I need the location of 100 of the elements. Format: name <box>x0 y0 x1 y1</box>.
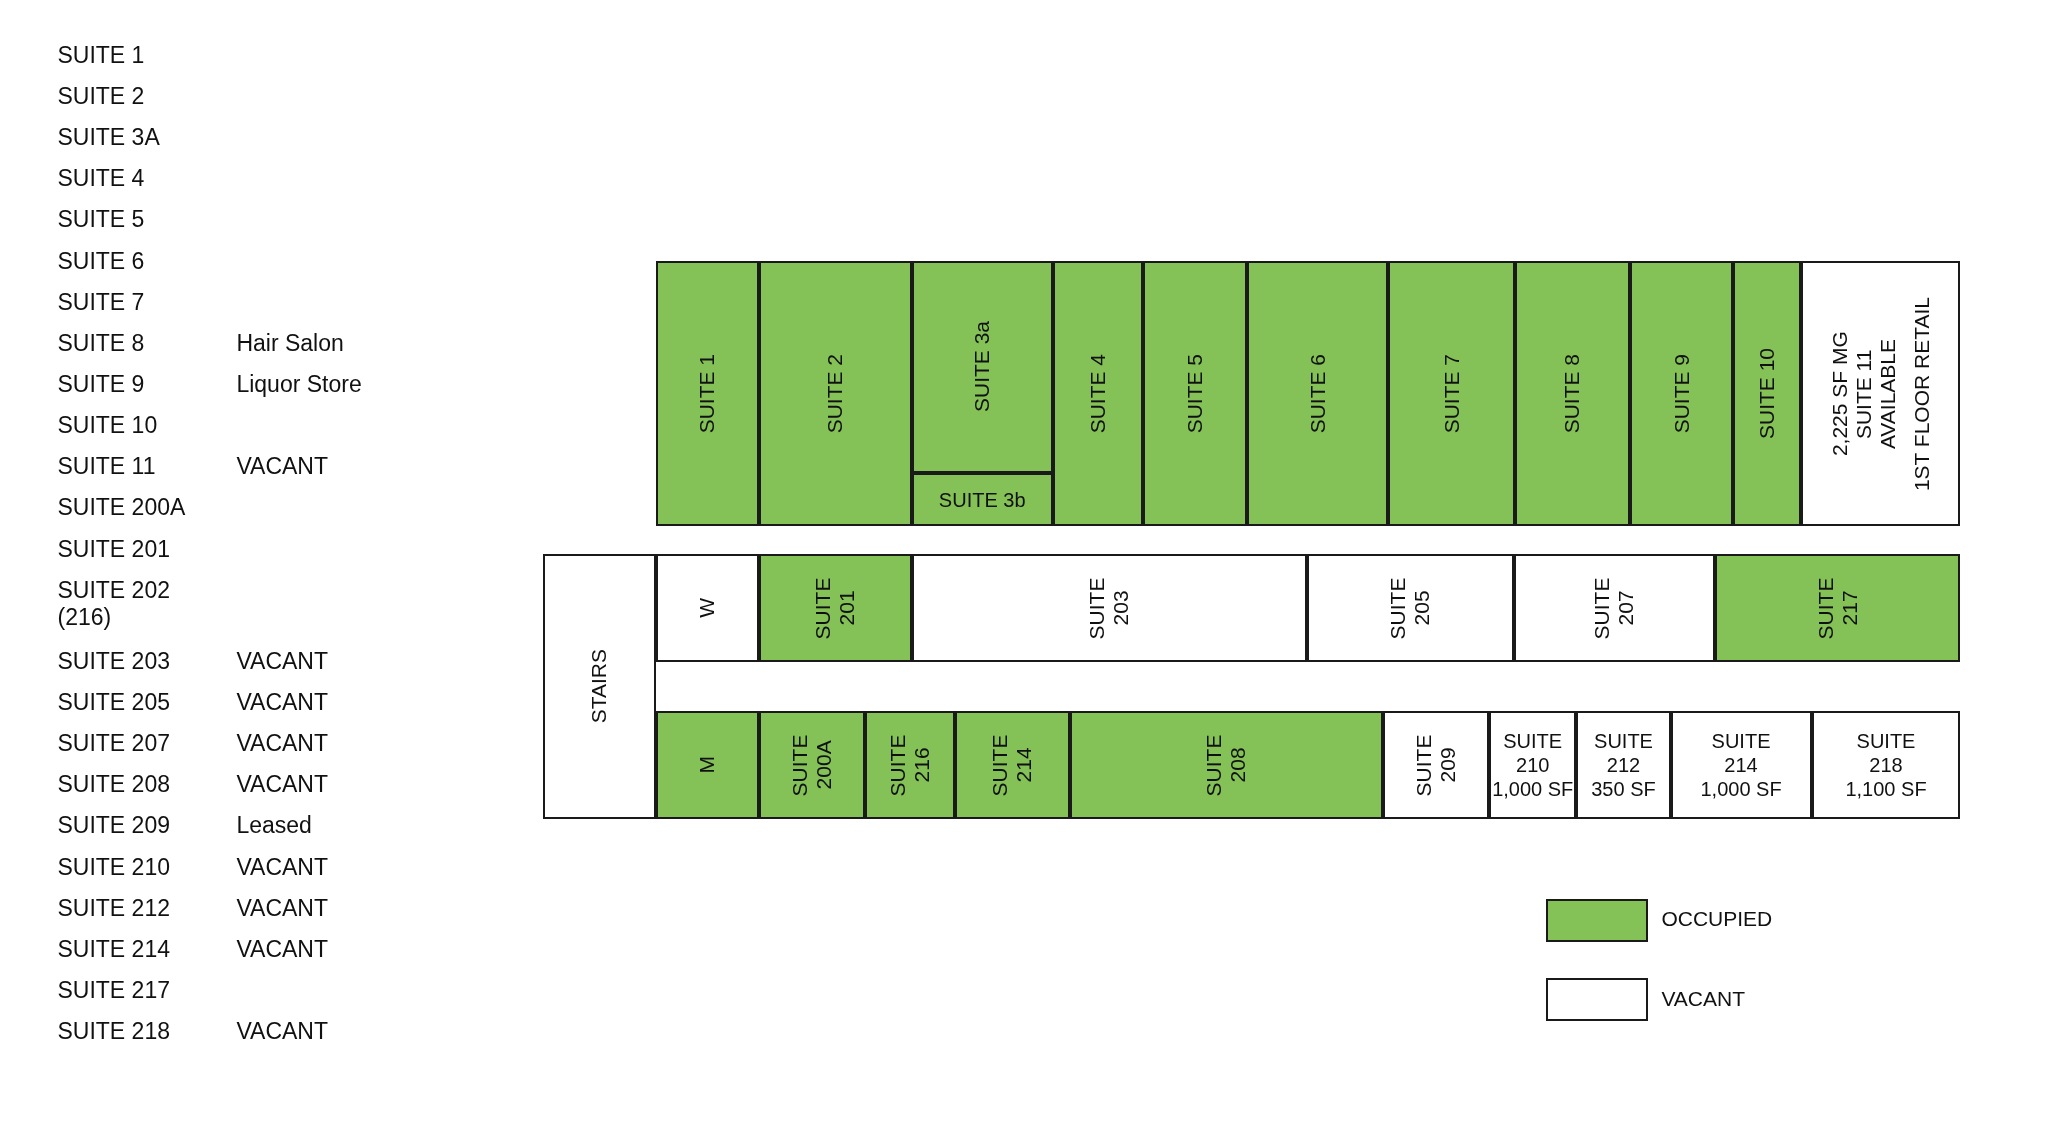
floor-plan-room <box>1052 261 1143 527</box>
room-label: SUITE 2 <box>823 354 848 434</box>
room-label: SUITE 209 <box>1411 732 1461 798</box>
floor-plan-room <box>1576 710 1671 819</box>
room-label: SUITE 203 <box>1085 576 1134 641</box>
room-label: SUITE 3b <box>938 487 1026 512</box>
floor-plan-room <box>1630 261 1734 527</box>
room-label: 2,225 SF MG <box>1827 330 1852 459</box>
room-label: SUITE 205 <box>1386 576 1435 641</box>
floor-plan-room <box>655 261 759 527</box>
suite-name: SUITE 217 <box>57 976 170 1005</box>
floor-plan-room <box>1801 261 1961 527</box>
tenant-name: VACANT <box>236 688 328 717</box>
suite-name: SUITE 214 <box>57 935 170 964</box>
room-label: SUITE 10 <box>1755 348 1780 440</box>
suite-name: SUITE 208 <box>57 771 170 799</box>
tenant-name: Leased <box>236 812 312 840</box>
suite-name: SUITE 207 <box>57 730 170 758</box>
room-label: SUITE 8 <box>1560 354 1585 434</box>
tenant-name: VACANT <box>236 894 328 923</box>
floor-plan-room <box>954 710 1070 819</box>
room-label: W <box>695 598 720 618</box>
floor-plan-room <box>864 710 955 819</box>
suite-name: SUITE 210 <box>57 853 170 882</box>
tenant-name: VACANT <box>236 453 328 481</box>
suite-name: SUITE 212 <box>57 894 170 923</box>
room-label: 1ST FLOOR RETAIL <box>1909 296 1934 491</box>
floor-plan-room <box>1670 710 1812 819</box>
floor-plan-room <box>758 261 912 527</box>
room-label: SUITE 11 <box>1851 348 1876 441</box>
suite-name: SUITE 2 <box>57 82 145 111</box>
room-label: 1,000 SF <box>1700 776 1782 801</box>
tenant-name: Hair Salon <box>236 329 344 358</box>
room-label: SUITE 4 <box>1085 354 1110 434</box>
suite-name: SUITE 8 <box>57 329 145 358</box>
floor-plan-room <box>911 553 1308 663</box>
floor-plan-room <box>758 710 865 819</box>
room-label: 1,100 SF <box>1845 776 1927 801</box>
suite-name: SUITE 202 (216) <box>57 576 171 632</box>
room-label: SUITE 210 <box>1502 728 1564 777</box>
floor-plan-room <box>1142 261 1248 527</box>
suite-name: SUITE 201 <box>57 535 170 564</box>
room-label: SUITE 212 <box>1593 728 1654 777</box>
room-label: SUITE 217 <box>1813 576 1862 641</box>
suite-name: SUITE 203 <box>57 647 170 676</box>
room-label: AVAILABLE <box>1875 337 1900 451</box>
floor-plan-room <box>1488 710 1577 819</box>
legend-label: VACANT <box>1661 986 1745 1012</box>
tenant-name: VACANT <box>236 853 328 882</box>
tenant-name: VACANT <box>236 1018 328 1046</box>
room-label: SUITE 5 <box>1183 354 1207 434</box>
floor-plan-room <box>1388 261 1516 527</box>
room-label: SUITE 200A <box>787 732 836 798</box>
floor-plan-room <box>655 710 759 819</box>
room-label: M <box>695 755 720 774</box>
floor-plan-room <box>911 472 1053 527</box>
suite-name: SUITE 6 <box>57 247 145 276</box>
suite-name: SUITE 218 <box>57 1018 170 1046</box>
floor-plan-room <box>1515 261 1631 527</box>
stairs-area <box>543 553 656 819</box>
room-label: SUITE 6 <box>1305 354 1330 434</box>
tenant-name: VACANT <box>236 647 328 676</box>
room-label: SUITE 214 <box>988 732 1037 798</box>
room-label: SUITE 1 <box>695 354 720 434</box>
suite-name: SUITE 5 <box>57 206 145 234</box>
tenant-name: Liquor Store <box>236 370 362 399</box>
suite-name: SUITE 205 <box>57 688 170 717</box>
room-label: 350 SF <box>1590 776 1657 801</box>
room-label: SUITE 9 <box>1669 354 1694 434</box>
floor-plan-room <box>758 553 912 663</box>
suite-name: SUITE 3A <box>57 124 160 152</box>
tenant-name: VACANT <box>236 730 328 758</box>
room-label: 1,000 SF <box>1492 776 1574 801</box>
tenant-name: VACANT <box>236 935 328 964</box>
floor-plan-room <box>1247 261 1389 527</box>
suite-name: SUITE 200A <box>57 494 186 522</box>
room-label: SUITE 7 <box>1439 354 1464 434</box>
room-label: SUITE 201 <box>811 576 860 641</box>
floor-plan-room <box>1069 710 1384 819</box>
tenant-name: VACANT <box>236 771 328 799</box>
suite-name: SUITE 9 <box>57 370 145 399</box>
floor-plan-room <box>655 553 759 663</box>
room-label: SUITE 218 <box>1855 728 1917 777</box>
room-label: SUITE 216 <box>885 732 934 798</box>
floor-plan-room <box>1307 553 1514 663</box>
suite-name: SUITE 10 <box>57 412 158 440</box>
room-label: SUITE 208 <box>1202 732 1251 798</box>
suite-name: SUITE 11 <box>57 453 156 481</box>
suite-name: SUITE 209 <box>57 812 170 840</box>
room-label: SUITE 3a <box>970 321 995 413</box>
room-label: STAIRS <box>587 649 612 724</box>
room-label: SUITE 207 <box>1590 576 1639 641</box>
floor-plan-room <box>1811 710 1961 819</box>
suite-name: SUITE 1 <box>57 41 145 70</box>
floor-plan-room <box>1714 553 1961 663</box>
room-label: SUITE 214 <box>1710 728 1772 777</box>
suite-name: SUITE 4 <box>57 165 145 193</box>
floor-plan-room <box>911 261 1053 473</box>
floor-plan-room <box>1733 261 1802 527</box>
suite-name: SUITE 7 <box>57 288 145 317</box>
